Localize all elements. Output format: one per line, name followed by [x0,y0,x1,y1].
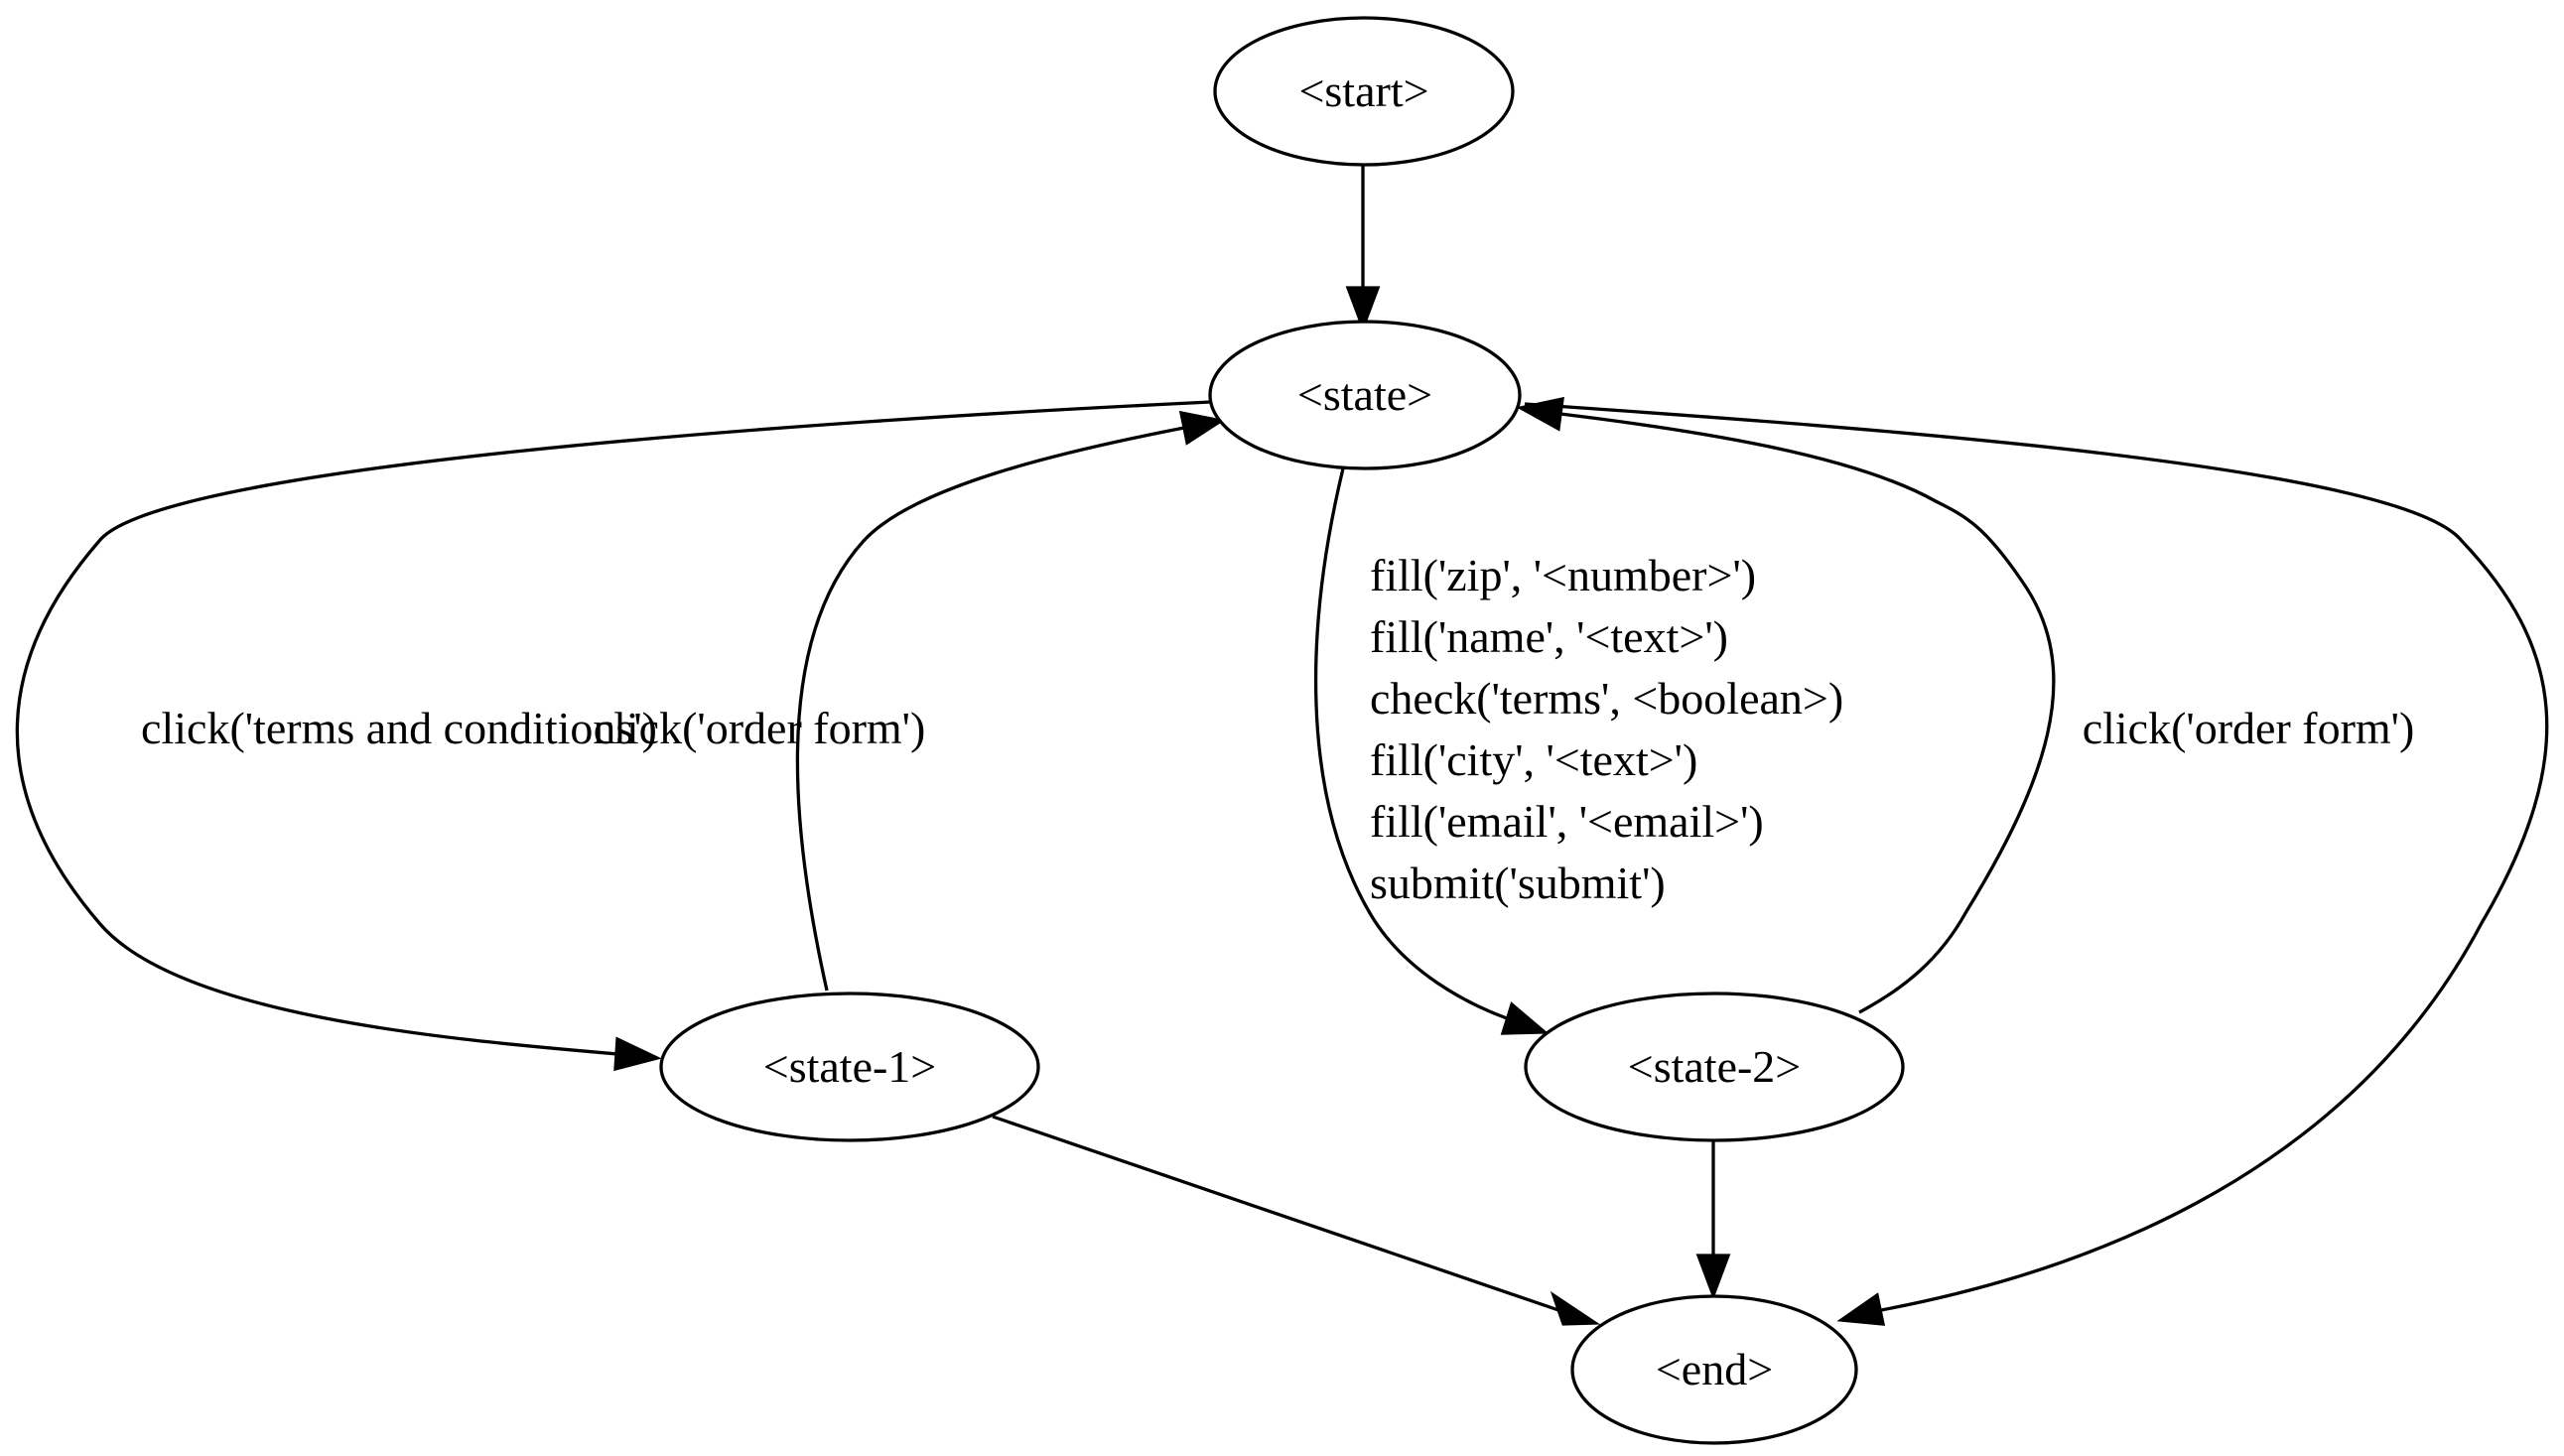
arrowhead [613,1036,662,1072]
edge-label: click('order form') [594,703,926,753]
node-ellipse [1213,16,1515,167]
edge-state-2-to-end [1695,1139,1731,1300]
node-state-1: <state-1> [659,992,1040,1142]
node-ellipse [1524,992,1905,1142]
edge-label: click('order form') [2083,703,2415,753]
arrowhead [1836,1292,1886,1326]
node-start: <start> [1213,16,1515,167]
edge-label: click('terms and conditions') [141,703,657,753]
edge-state-1-to-state: click('order form') [594,410,1226,992]
edge-state-to-state-2: fill('zip', '<number>') fill('name', '<t… [1313,467,1855,1035]
edge-state-2-to-state: click('order form') [1516,396,2415,1014]
arrowhead [1500,1001,1550,1035]
node-ellipse [1570,1294,1858,1445]
node-end: <end> [1570,1294,1858,1445]
edge-state-to-end [1524,402,2549,1326]
node-label: <start> [1298,66,1428,116]
node-label: <end> [1656,1344,1773,1394]
node-state-2: <state-2> [1524,992,1905,1142]
node-ellipse [1208,320,1522,470]
edge-state-to-state-1: click('terms and conditions') [15,400,1212,1072]
arrowhead [1550,1290,1601,1326]
node-ellipse [659,992,1040,1142]
node-label: <state> [1297,369,1432,420]
edge-state-1-to-end [992,1115,1601,1326]
arrowhead [1178,410,1226,446]
arrowhead [1695,1254,1731,1300]
edge-start-to-state [1345,165,1381,332]
edge-label: fill('zip', '<number>') fill('name', '<t… [1370,550,1855,908]
node-label: <state-1> [763,1041,937,1092]
node-label: <state-2> [1628,1041,1802,1092]
node-state: <state> [1208,320,1522,470]
arrowhead [1345,286,1381,332]
